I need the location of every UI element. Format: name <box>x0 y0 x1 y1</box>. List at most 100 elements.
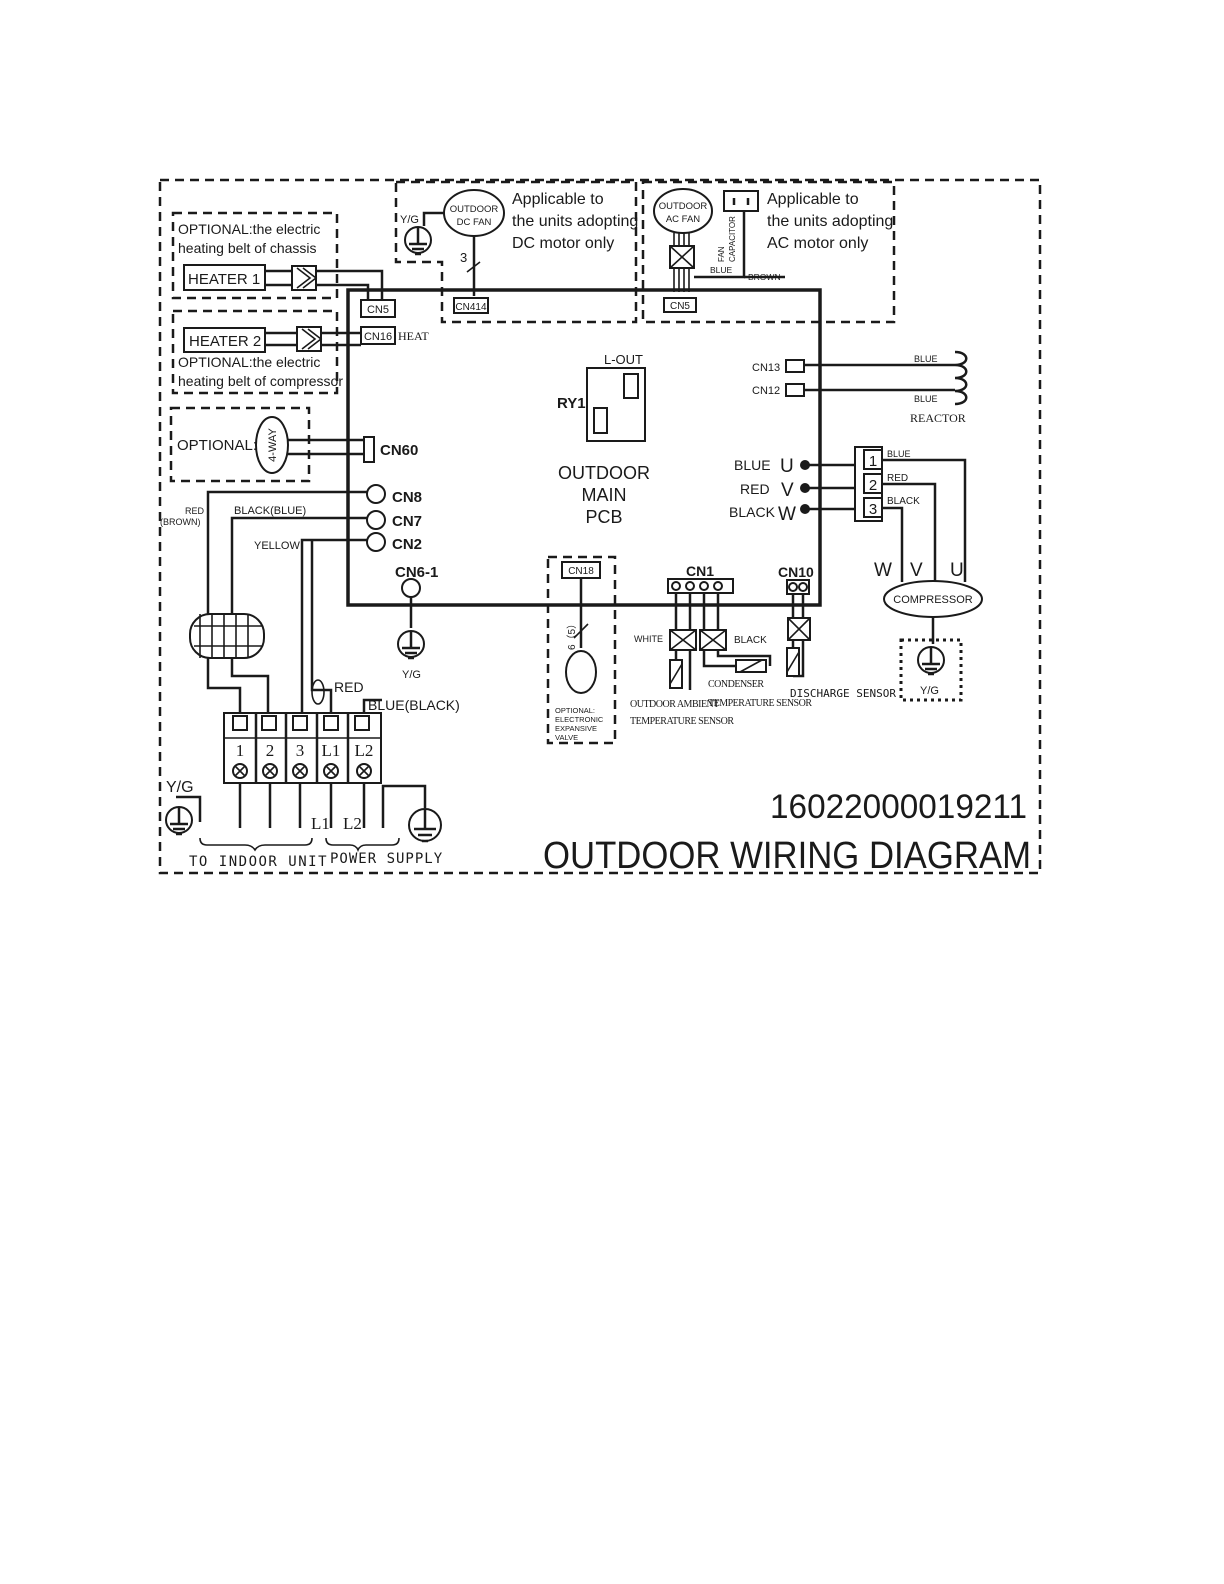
uvw-w: W <box>778 504 796 525</box>
reactor-label: REACTOR <box>910 411 966 425</box>
fourway: OPTIONAL: 4-WAY CN60 <box>177 416 418 474</box>
condenser-sensor-2: TEMPERATURE SENSOR <box>708 698 812 709</box>
pcb-terminal-connectors: CN8 CN7 CN2 RED (BROWN) BLACK(BLUE) YELL… <box>160 484 422 714</box>
dc-fan: OUTDOOR DC FAN Y/G 3 CN414 Applicable to… <box>400 189 638 314</box>
outer-dashed-frame <box>158 178 1042 875</box>
cn1-sensors: CN1 WHITE BLACK OUTDOOR AMBIENT TEMPERAT… <box>630 563 813 727</box>
ac-fan-region <box>641 180 896 324</box>
comp-terminal-1: 1 <box>869 453 877 470</box>
power-supply: POWER SUPPLY <box>330 851 443 867</box>
wire-black-blue: BLACK(BLUE) <box>234 505 306 517</box>
uvw-red: RED <box>740 481 770 497</box>
eev-note-3: EXPANSIVE <box>555 724 597 733</box>
comp-w: W <box>874 560 892 581</box>
bottom-labels: L1 L2 TO INDOOR UNIT POWER SUPPLY <box>189 814 443 870</box>
eev-wires: 6（5） <box>566 619 578 650</box>
cn10-discharge-sensor: CN10 DISCHARGE SENSOR <box>778 564 896 700</box>
wire-red-brown-2: (BROWN) <box>160 517 201 527</box>
cn8-label: CN8 <box>392 489 422 506</box>
heater1-connector: CN5 <box>367 304 389 316</box>
eev-note-2: ELECTRONIC <box>555 715 604 724</box>
ac-fan-motor <box>653 188 713 234</box>
heater1-note-2: heating belt of chassis <box>178 240 317 256</box>
terminal-block: 1 2 3 L1 L2 RED BLUE(BLACK) <box>223 540 460 828</box>
ac-fan-brown: BROWN <box>748 272 781 282</box>
comp-black: BLACK <box>887 496 920 507</box>
comp-terminal-2: 2 <box>869 477 877 494</box>
cn61-label: CN6-1 <box>395 564 438 581</box>
dc-fan-wire-count: 3 <box>460 250 467 265</box>
ground-icon <box>170 808 188 836</box>
ferrite-coil <box>189 613 265 659</box>
dc-fan-name-1: OUTDOOR <box>450 204 499 215</box>
eev-note-1: OPTIONAL: <box>555 706 595 715</box>
dc-fan-yg: Y/G <box>400 214 419 226</box>
comp-red: RED <box>887 473 908 484</box>
dc-fan-note-2: the units adopting <box>512 213 638 230</box>
ac-fan-note-1: Applicable to <box>767 191 859 208</box>
comp-blue: BLUE <box>887 449 911 459</box>
eev-note-4: VALVE <box>555 733 578 742</box>
pcb-yg: Y/G <box>402 669 421 681</box>
heater2-label: HEATER 2 <box>189 333 261 350</box>
uvw-u: U <box>780 456 794 477</box>
ground-icon <box>922 648 940 676</box>
ac-fan: OUTDOOR AC FAN FAN CAPACITOR BLUE BROWN … <box>653 188 893 313</box>
heater2-heat: HEAT <box>398 329 429 343</box>
left-ground: Y/G <box>165 779 202 836</box>
cn18-label: CN18 <box>568 566 594 577</box>
ac-fan-name-1: OUTDOOR <box>659 201 708 212</box>
eev: CN18 6（5） OPTIONAL: ELECTRONIC EXPANSIVE… <box>555 561 604 742</box>
terminal-1: 1 <box>236 741 245 760</box>
heater1: OPTIONAL:the electric heating belt of ch… <box>178 221 396 318</box>
reactor-blue-bottom: BLUE <box>914 394 938 404</box>
capacitor-label-2: CAPACITOR <box>728 216 737 262</box>
ac-fan-name-2: AC FAN <box>666 214 700 225</box>
heater1-note-1: OPTIONAL:the electric <box>178 221 320 237</box>
pcb-name-1: OUTDOOR <box>558 463 650 483</box>
cn12-label: CN12 <box>752 385 780 397</box>
discharge-sensor: DISCHARGE SENSOR <box>790 687 896 700</box>
part-number: 16022000019211 <box>770 788 1027 826</box>
pcb-labels: RY1 L-OUT OUTDOOR MAIN PCB <box>557 352 650 527</box>
power-l1: L1 <box>311 814 330 833</box>
compressor-label: COMPRESSOR <box>893 594 973 606</box>
reactor: CN13 CN12 BLUE BLUE REACTOR <box>752 350 968 425</box>
wire-blue-black: BLUE(BLACK) <box>368 697 460 713</box>
diagram-title: OUTDOOR WIRING DIAGRAM <box>543 835 1031 877</box>
pcb-name-2: MAIN <box>582 485 627 505</box>
dc-fan-note-1: Applicable to <box>512 191 604 208</box>
compressor-yg: Y/G <box>920 685 939 697</box>
wire-red-brown-1: RED <box>185 506 205 516</box>
dc-fan-connector: CN414 <box>455 302 487 313</box>
eev-optional-region <box>546 555 617 745</box>
ac-fan-connector: CN5 <box>670 301 690 312</box>
wire-red: RED <box>334 679 364 695</box>
comp-u: U <box>950 560 964 581</box>
uvw-blue: BLUE <box>734 457 771 473</box>
power-l2: L2 <box>343 814 362 833</box>
fourway-label: 4-WAY <box>267 428 279 462</box>
cn13-label: CN13 <box>752 362 780 374</box>
heater2-note-2: heating belt of compressor <box>178 373 343 389</box>
terminal-3: 3 <box>296 741 305 760</box>
uvw-outputs: BLUE RED BLACK U V W <box>729 456 855 525</box>
comp-terminal-3: 3 <box>869 501 877 518</box>
heater2: HEATER 2 CN16 HEAT OPTIONAL:the electric… <box>178 326 429 389</box>
dc-fan-note-3: DC motor only <box>512 235 614 252</box>
wire-yellow: YELLOW <box>254 540 300 552</box>
ground-icon <box>409 228 427 256</box>
left-yg: Y/G <box>166 779 194 796</box>
ac-fan-note-3: AC motor only <box>767 235 868 252</box>
uvw-black: BLACK <box>729 504 776 520</box>
fourway-optional: OPTIONAL: <box>177 437 257 454</box>
cn2-label: CN2 <box>392 536 422 553</box>
cn7-label: CN7 <box>392 513 422 530</box>
cn10-label: CN10 <box>778 564 814 580</box>
reactor-blue-top: BLUE <box>914 354 938 364</box>
compressor: 1 2 3 BLUE RED BLACK W V U COMPRESSOR Y/… <box>854 446 983 702</box>
fourway-optional-region <box>169 406 311 483</box>
condenser-sensor-1: CONDENSER <box>708 679 764 690</box>
to-indoor-unit: TO INDOOR UNIT <box>189 854 328 870</box>
